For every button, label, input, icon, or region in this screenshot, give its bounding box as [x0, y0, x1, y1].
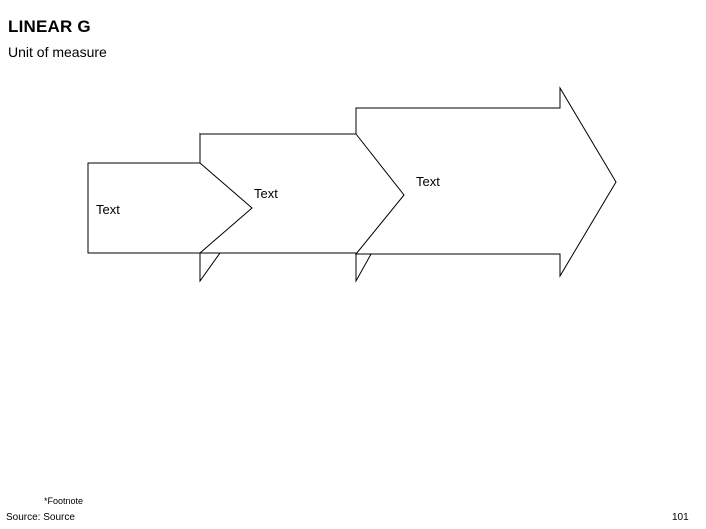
- page-title: LINEAR G: [8, 17, 91, 36]
- chevron-label-1[interactable]: Text: [96, 202, 120, 217]
- page-number: 101: [672, 512, 689, 523]
- chevron-label-2[interactable]: Text: [254, 186, 278, 201]
- source-text: Source: Source: [6, 512, 75, 523]
- page-subtitle: Unit of measure: [8, 44, 107, 60]
- footnote-text: *Footnote: [44, 496, 84, 506]
- chevron-label-3[interactable]: Text: [416, 174, 440, 189]
- chevron-shape-3[interactable]: [356, 88, 616, 276]
